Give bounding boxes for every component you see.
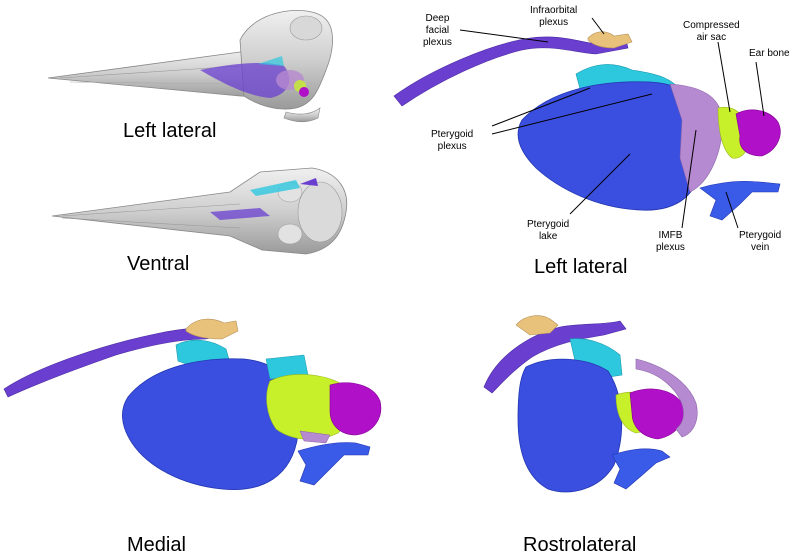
callout-deep-facial-plexus: Deep facial plexus bbox=[423, 13, 452, 48]
callout-infraorbital-plexus: Infraorbital plexus bbox=[530, 5, 578, 28]
callout-imfb-plexus: IMFB plexus bbox=[656, 230, 685, 253]
panel-model-rostrolateral: Rostrolateral bbox=[400, 285, 800, 560]
callout-compressed-air-sac: Compressed air sac bbox=[683, 20, 740, 43]
panel-skull-lateral: Left lateral bbox=[0, 0, 400, 150]
callout-pterygoid-lake: Pterygoid lake bbox=[527, 219, 570, 242]
callout-pterygoid-plexus: Pterygoid plexus bbox=[431, 129, 474, 152]
skull-lateral-illustration bbox=[47, 10, 333, 123]
view-label-model-lateral: Left lateral bbox=[534, 256, 628, 278]
view-label-skull-ventral: Ventral bbox=[127, 253, 190, 275]
view-label-model-rostrolateral: Rostrolateral bbox=[523, 534, 637, 556]
callout-ear-bone: Ear bone bbox=[749, 48, 790, 59]
panel-model-lateral: Deep facial plexus Infraorbital plexus C… bbox=[393, 0, 800, 285]
view-label-model-medial: Medial bbox=[127, 534, 186, 556]
panel-skull-ventral: Ventral bbox=[0, 150, 400, 285]
callout-pterygoid-vein: Pterygoid vein bbox=[739, 230, 782, 253]
model-rostrolateral-illustration bbox=[483, 315, 698, 493]
model-lateral-illustration bbox=[393, 17, 781, 229]
panel-model-medial: Medial bbox=[0, 285, 400, 560]
skull-ventral-illustration bbox=[51, 167, 348, 255]
view-label-skull-lateral: Left lateral bbox=[123, 120, 217, 142]
model-medial-illustration bbox=[3, 318, 382, 490]
